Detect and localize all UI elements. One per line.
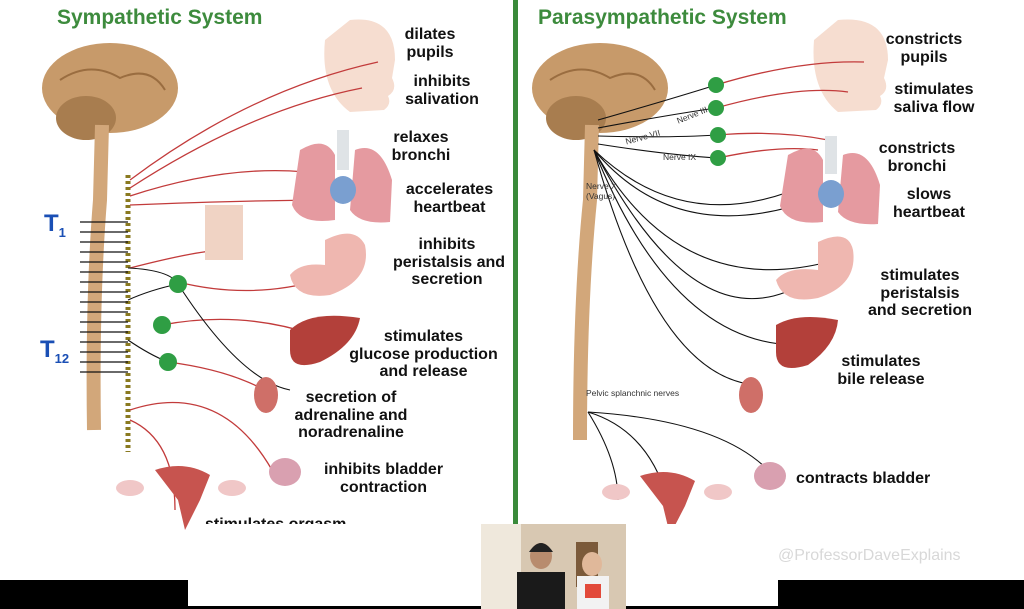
- t1-marker: T1: [44, 210, 66, 240]
- watermark-text: @ProfessorDaveExplains: [778, 547, 961, 564]
- t12-marker: T12: [40, 336, 70, 366]
- face-silhouette: [813, 19, 888, 112]
- liver-icon: [290, 315, 360, 366]
- presenter-video-image: [481, 524, 626, 609]
- spinal-cord: [573, 124, 599, 441]
- parasympathetic-illustration: [532, 19, 888, 535]
- heart-icon: [330, 176, 356, 204]
- kidney-icon: [254, 377, 278, 413]
- kidney-icon: [739, 377, 763, 413]
- bladder-icon: [269, 458, 301, 486]
- ganglion-icon: [710, 150, 726, 166]
- parasympathetic-title: Parasympathetic System: [538, 6, 787, 29]
- ganglion-icon: [710, 127, 726, 143]
- nerve-x-label: Nerve X(Vagus): [586, 181, 617, 201]
- bladder-icon: [754, 462, 786, 490]
- parasympathetic-panel: Parasympathetic System: [518, 0, 1024, 580]
- nerve-ix-label: Nerve IX: [663, 152, 697, 162]
- lungs-icon: [292, 143, 335, 221]
- pelvic-nerves-label: Pelvic splanchnic nerves: [586, 388, 680, 398]
- spinal-cord: [86, 124, 109, 431]
- label-contracts-bladder: contracts bladder: [796, 470, 931, 487]
- liver-icon: [776, 316, 838, 369]
- stomach-icon: [290, 233, 366, 296]
- ganglion-icon: [153, 316, 171, 334]
- ganglion-icon: [169, 275, 187, 293]
- heart-icon: [818, 180, 844, 208]
- uterus-icon: [155, 466, 210, 530]
- ganglion-icon: [159, 353, 177, 371]
- uterus-icon: [640, 472, 695, 535]
- sympathetic-title: Sympathetic System: [57, 6, 263, 29]
- skin-icon: [205, 205, 243, 260]
- ganglion-icon: [708, 100, 724, 116]
- sympathetic-panel: Sympathetic System: [0, 0, 513, 580]
- sympathetic-illustration: [42, 19, 395, 530]
- presenter-video-thumbnail[interactable]: [481, 524, 626, 609]
- ganglion-icon: [708, 77, 724, 93]
- stomach-icon: [776, 236, 854, 300]
- panel-divider: [513, 0, 518, 580]
- lungs-icon: [780, 148, 823, 223]
